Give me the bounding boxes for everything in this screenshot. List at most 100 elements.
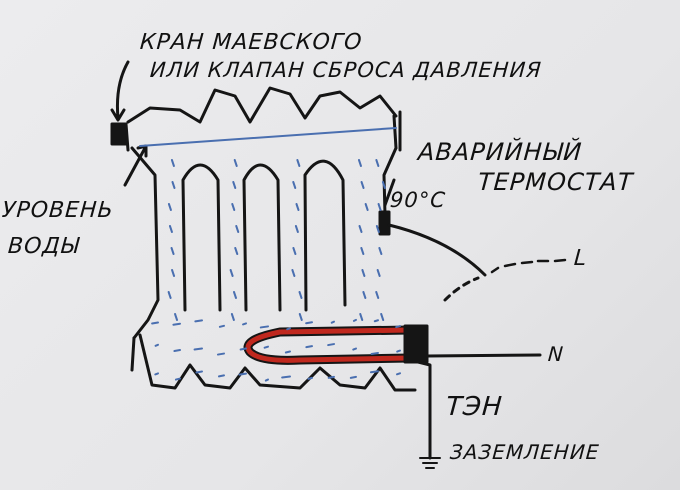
ground-label: ЗАЗЕМЛЕНИЕ [449,440,601,464]
water-dash [360,247,365,255]
water [139,127,401,382]
heater-head [403,324,429,364]
water-dash [305,321,313,325]
ground-wire [416,360,432,460]
temperature-label: 90°C [389,188,447,212]
water-level-label-line2: ВОДЫ [7,234,81,259]
neutral-label: N [547,342,565,366]
water-dash [230,313,235,321]
water-dash [369,370,379,374]
water-dash [231,203,236,211]
water-dash [242,322,247,326]
water-dash [307,376,313,380]
water-dash [327,375,335,379]
water-dashes [151,159,401,382]
water-dash [349,375,357,379]
water-dash [218,324,225,328]
water-dash [396,349,401,353]
neutral-wire [425,353,542,358]
valve-label-line2: ИЛИ КЛАПАН СБРОСА ДАВЛЕНИЯ [149,58,543,82]
phase-wire-dashed [490,258,567,274]
water-dash [234,247,239,255]
water-level-line [139,127,397,147]
water-dash [194,319,203,323]
water-dash [168,225,173,233]
phase-label: L [573,246,589,271]
thermostat-label-line2: ТЕРМОСТАТ [477,168,635,196]
water-dash [174,377,181,381]
water-dash [217,374,225,378]
water-dash [281,375,291,379]
water-dash [195,370,203,374]
water-dash [292,247,297,255]
water-dash [172,322,181,326]
thermostat-wire [387,223,487,277]
mayevsky-valve [110,122,128,146]
thermostat-pointer [383,178,396,207]
water-dash [378,247,383,255]
water-dash [286,327,291,331]
thermostat-label-line1: АВАРИЙНЫЙ [417,138,584,166]
water-dash [295,203,300,211]
water-dash [154,372,159,376]
water-dash [174,313,179,321]
water-dash [171,181,176,189]
water-dash [395,325,401,329]
water-dash [358,225,363,233]
water-dash [232,291,237,299]
water-dash [377,203,382,211]
radiator-bottom-outline [130,333,417,392]
water-dash [173,349,181,353]
radiator-section-2 [242,163,282,312]
heating-element [245,327,413,363]
water-dash [395,372,401,376]
water-dash [167,291,172,299]
water-dash [359,313,364,321]
valve-label-line1: КРАН МАЕВСКОГО [139,30,364,55]
water-dash [381,181,386,189]
heater-label: ТЭН [444,392,504,422]
water-dash [232,181,237,189]
water-dash [380,313,385,321]
water-dash [170,159,175,167]
water-level-label-line1: УРОВЕНЬ [1,198,115,223]
water-dash [296,159,301,167]
water-dash [216,352,225,356]
water-dash [264,378,269,382]
water-dash [362,291,367,299]
water-dash [375,291,380,299]
water-dash [376,269,381,277]
water-dash [151,321,159,325]
water-dash [292,181,297,189]
water-dash [327,343,335,347]
water-dash [360,181,365,189]
valve-stem [124,122,130,152]
water-dash [375,159,380,167]
radiator-section-3 [303,159,347,312]
water-dash [171,269,176,277]
radiator-left-side [130,146,160,340]
thermostat-wire-lower [443,276,480,302]
ground-symbol [419,457,441,469]
water-dash [352,347,357,351]
water-dash [375,225,380,233]
water-dash [357,159,362,167]
water-dash [361,269,366,277]
water-dash [238,372,247,376]
water-dash [373,319,379,323]
water-dash [263,345,269,349]
water-dash [352,318,357,322]
thermostat-box [378,210,391,236]
water-dash [284,350,291,354]
water-dash [370,351,379,355]
radiator-right-cap [392,110,402,152]
water-dash [364,203,369,211]
water-dash [229,269,234,277]
water-dash [154,343,159,347]
valve-arrow [110,60,130,122]
water-dash [298,313,303,321]
water-dash [233,159,238,167]
water-dash [170,247,175,255]
